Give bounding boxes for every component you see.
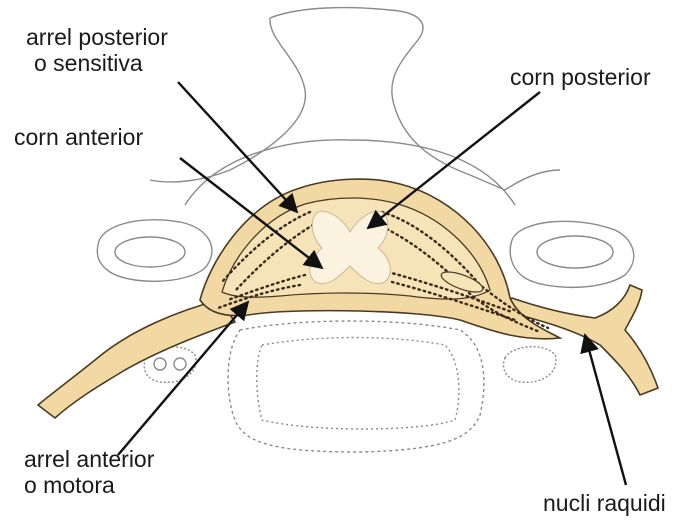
label-spinal-nerve: nucli raquidi (543, 490, 666, 516)
label-anterior-horn: corn anterior (14, 124, 143, 150)
label-anterior-root-line1: arrel anterior (24, 446, 155, 472)
right-transverse-process (509, 220, 635, 289)
left-spinal-nerve (36, 299, 237, 420)
arrow-anterior-horn (179, 157, 324, 270)
vertebra (96, 6, 635, 453)
label-anterior-root: arrel anterior o motora (24, 446, 154, 498)
vertebral-arch (184, 139, 516, 206)
label-posterior-root: arrel posterior o sensitiva (26, 24, 168, 76)
label-anterior-horn-text: corn anterior (14, 124, 144, 150)
spinous-process (149, 6, 561, 191)
arrow-posterior-horn (366, 91, 541, 230)
label-anterior-root-line2: o motora (24, 472, 115, 498)
vertebral-body-inner (256, 336, 460, 430)
leader-lines (117, 81, 628, 486)
vertebral-body (227, 320, 485, 453)
left-foramen-dot-1 (153, 357, 167, 371)
label-posterior-horn: corn posterior (510, 64, 651, 90)
dorsal-root-ganglion (440, 271, 484, 293)
arrow-posterior-root (177, 81, 299, 214)
arrow-anterior-root (117, 300, 250, 456)
left-foramen-dot-2 (173, 357, 187, 371)
label-posterior-horn-text: corn posterior (510, 64, 651, 90)
label-posterior-root-line2: o sensitiva (34, 50, 143, 76)
label-posterior-root-line1: arrel posterior (26, 24, 168, 50)
label-spinal-nerve-text: nucli raquidi (543, 490, 666, 516)
right-process-hole (536, 235, 614, 269)
left-process-hole (114, 236, 186, 268)
left-transverse-process (96, 219, 213, 282)
left-roots (216, 210, 320, 310)
right-foramen (502, 345, 557, 384)
arrow-spinal-nerve (580, 333, 628, 486)
